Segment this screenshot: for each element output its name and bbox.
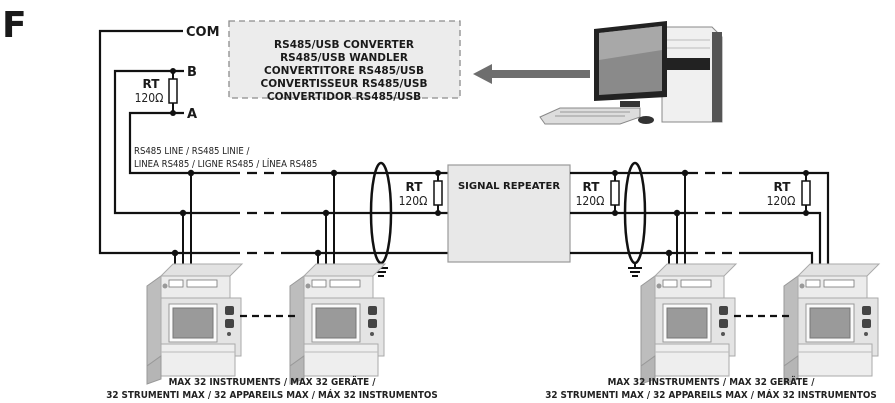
group1-caption-line2: 32 STRUMENTI MAX / 32 APPAREILS MAX / MÁ… bbox=[106, 388, 438, 401]
din-rail-meter-icon bbox=[640, 263, 737, 385]
resistor-2-value: 120Ω bbox=[399, 194, 428, 208]
terminal-a-label: A bbox=[187, 107, 197, 122]
converter-box bbox=[228, 20, 461, 99]
resistor-rt-left bbox=[168, 68, 178, 116]
din-rail-meter-icon bbox=[289, 263, 386, 385]
resistor-4-name: RT bbox=[774, 180, 792, 194]
group2-caption-line2: 32 STRUMENTI MAX / 32 APPAREILS MAX / MÁ… bbox=[545, 388, 877, 401]
device2-drop-wires bbox=[317, 173, 335, 278]
bus-dashed-left bbox=[230, 171, 287, 255]
terminal-com-label: COM bbox=[186, 25, 220, 40]
resistor-left-value: 120Ω bbox=[135, 91, 164, 105]
signal-repeater-label: SIGNAL REPEATER bbox=[458, 181, 560, 192]
figure-label: F bbox=[2, 5, 27, 46]
resistor-3-value: 120Ω bbox=[576, 194, 605, 208]
signal-repeater-box bbox=[447, 164, 571, 263]
converter-label-fr: CONVERTISSEUR RS485/USB bbox=[261, 78, 428, 90]
desktop-computer-icon bbox=[539, 21, 723, 125]
rs485-line-label-1: RS485 LINE / RS485 LINIE / bbox=[134, 146, 249, 157]
bus-dashed-right bbox=[688, 171, 744, 255]
converter-label-es: CONVERTIDOR RS485/USB bbox=[267, 91, 421, 103]
group1-caption-line1: MAX 32 INSTRUMENTS / MAX 32 GERÄTE / bbox=[169, 374, 377, 388]
resistor-left-name: RT bbox=[143, 77, 161, 91]
converter-label-en: RS485/USB CONVERTER bbox=[274, 39, 414, 51]
resistor-2-name: RT bbox=[406, 180, 424, 194]
shield-ground-left bbox=[369, 161, 393, 277]
terminal-b-label: B bbox=[187, 65, 197, 80]
resistor-rt-after-repeater bbox=[610, 170, 620, 216]
resistor-rt-before-repeater bbox=[433, 170, 443, 216]
device1-drop-wires bbox=[174, 173, 192, 278]
din-rail-meter-icon bbox=[146, 263, 243, 385]
shield-ground-right bbox=[623, 161, 647, 277]
din-rail-meter-icon bbox=[783, 263, 880, 385]
resistor-3-name: RT bbox=[583, 180, 601, 194]
arrow-left-icon bbox=[473, 64, 590, 84]
resistor-4-value: 120Ω bbox=[767, 194, 796, 208]
ground-icon bbox=[628, 267, 642, 277]
device3-drop-wires bbox=[668, 173, 686, 278]
group2-caption-line1: MAX 32 INSTRUMENTS / MAX 32 GERÄTE / bbox=[608, 374, 816, 388]
converter-label-it: CONVERTITORE RS485/USB bbox=[264, 65, 424, 77]
resistor-rt-end bbox=[801, 170, 811, 216]
converter-label-de: RS485/USB WANDLER bbox=[280, 52, 408, 64]
rs485-line-label-2: LINEA RS485 / LIGNE RS485 / LÍNEA RS485 bbox=[134, 158, 317, 170]
